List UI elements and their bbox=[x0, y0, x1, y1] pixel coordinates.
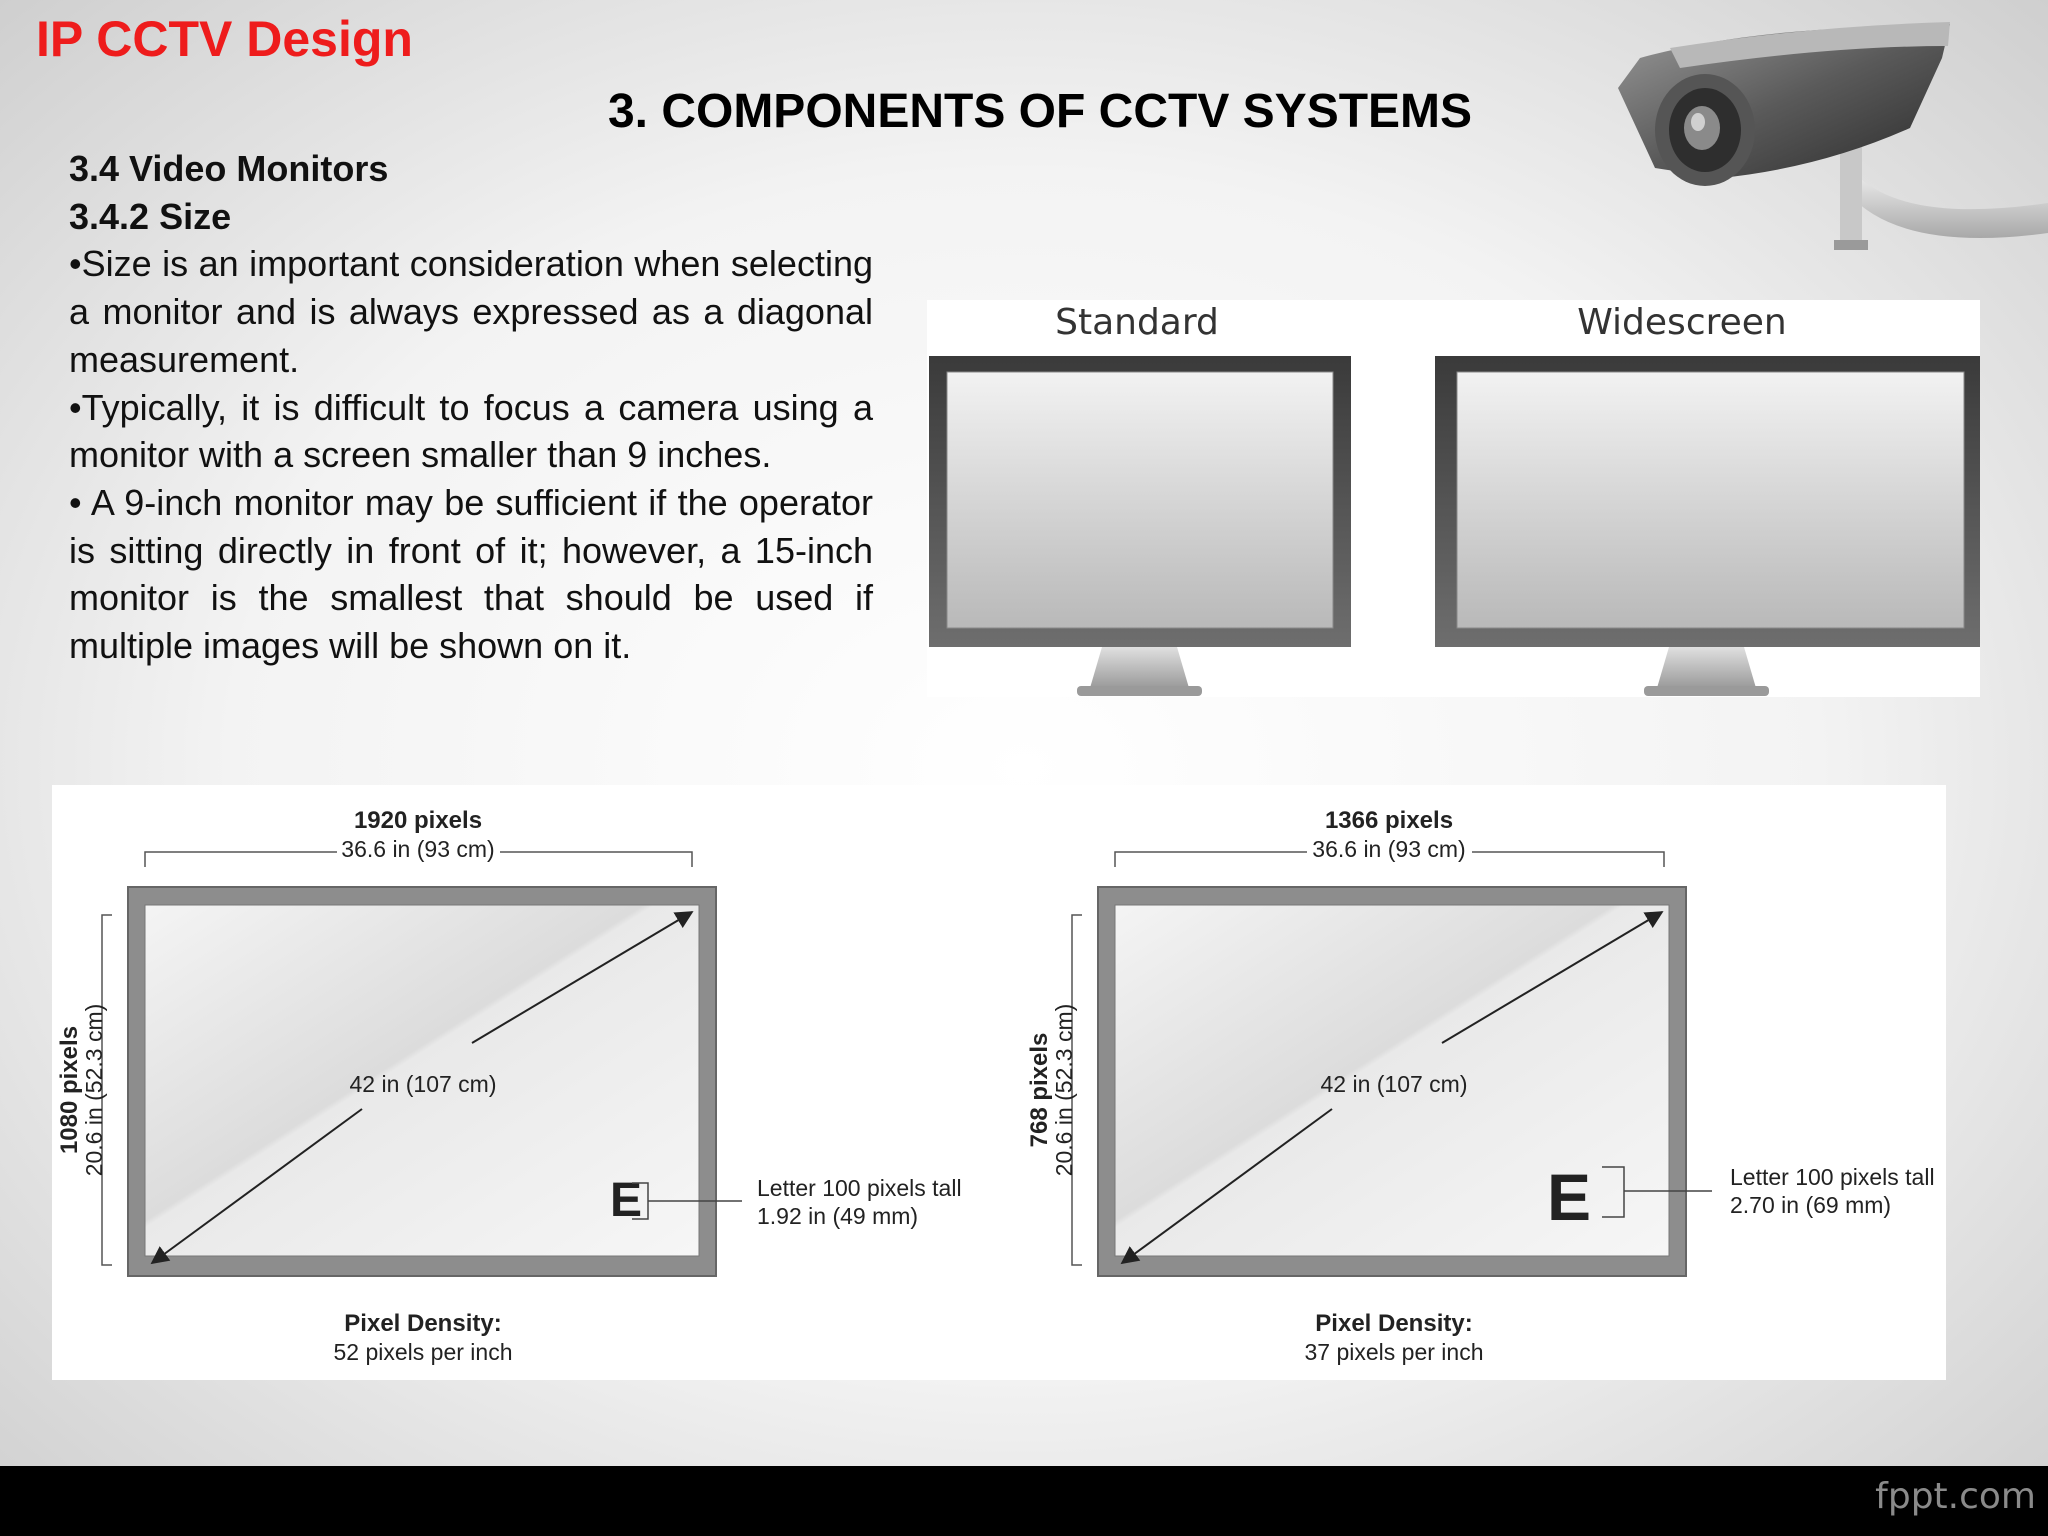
height-pixels-label: 1080 pixels bbox=[56, 1026, 83, 1154]
width-bracket bbox=[144, 851, 693, 867]
widescreen-monitor-icon bbox=[1435, 356, 1980, 696]
standard-monitor-icon bbox=[929, 356, 1351, 696]
height-bracket bbox=[101, 914, 112, 1266]
standard-monitor-caption: Standard bbox=[1055, 302, 1219, 343]
pixel-density-label: Pixel Density: bbox=[1315, 1310, 1472, 1337]
section-heading: 3.4 Video Monitors bbox=[69, 148, 389, 189]
diagonal-arrow bbox=[1441, 911, 1664, 1044]
diagonal-arrow bbox=[471, 911, 694, 1044]
width-pixels-label: 1366 pixels bbox=[1325, 807, 1453, 834]
height-pixels-label: 768 pixels bbox=[1026, 1033, 1053, 1148]
footer-brand: fppt.com bbox=[1875, 1476, 2036, 1517]
bullet-paragraph: • A 9-inch monitor may be sufficient if … bbox=[69, 481, 873, 667]
height-bracket bbox=[1071, 914, 1082, 1266]
letter-size: 1.92 in (49 mm) bbox=[757, 1203, 918, 1229]
pixel-density-value: 52 pixels per inch bbox=[334, 1339, 513, 1365]
letter-note: Letter 100 pixels tall bbox=[757, 1175, 962, 1201]
subsection-heading: 3.4.2 Size bbox=[69, 195, 232, 237]
slide-title: 3. COMPONENTS OF CCTV SYSTEMS bbox=[607, 85, 1473, 138]
width-size-label: 36.6 in (93 cm) bbox=[341, 836, 494, 862]
pixel-density-diagram: 1920 pixels 36.6 in (93 cm) 1080 pixels … bbox=[52, 785, 1946, 1380]
slide-text-block: 3.4 Video Monitors 3.4.2 Size •Size is a… bbox=[69, 145, 873, 670]
letter-bracket bbox=[632, 1182, 742, 1220]
letter-size: 2.70 in (69 mm) bbox=[1730, 1192, 1891, 1218]
diagonal-label: 42 in (107 cm) bbox=[1320, 1071, 1467, 1097]
letter-note: Letter 100 pixels tall bbox=[1730, 1164, 1935, 1190]
pixel-density-label: Pixel Density: bbox=[344, 1310, 501, 1337]
pixel-density-value: 37 pixels per inch bbox=[1305, 1339, 1484, 1365]
monitor-comparison-image: Standard Widescreen bbox=[927, 300, 1980, 697]
height-size-label: 20.6 in (52.3 cm) bbox=[1051, 1004, 1077, 1177]
letter-e-sample: E bbox=[1547, 1160, 1591, 1234]
widescreen-monitor-caption: Widescreen bbox=[1577, 302, 1787, 343]
width-size-label: 36.6 in (93 cm) bbox=[1312, 836, 1465, 862]
diagram-768p: 1366 pixels 36.6 in (93 cm) 768 pixels 2… bbox=[1026, 807, 1935, 1365]
bullet-paragraph: •Size is an important consideration when… bbox=[69, 243, 873, 380]
monitor-illustrations bbox=[929, 356, 1980, 696]
cctv-camera-icon bbox=[1618, 22, 2048, 250]
letter-bracket bbox=[1602, 1166, 1712, 1218]
diagonal-arrow bbox=[150, 1108, 363, 1265]
footer-bar: fppt.com bbox=[0, 1466, 2048, 1536]
diagram-1080p: 1920 pixels 36.6 in (93 cm) 1080 pixels … bbox=[56, 807, 962, 1365]
bullet-paragraph: •Typically, it is difficult to focus a c… bbox=[69, 386, 873, 476]
diagonal-label: 42 in (107 cm) bbox=[349, 1071, 496, 1097]
height-size-label: 20.6 in (52.3 cm) bbox=[81, 1004, 107, 1177]
width-pixels-label: 1920 pixels bbox=[354, 807, 482, 834]
diagonal-arrow bbox=[1120, 1108, 1333, 1265]
width-bracket bbox=[1114, 851, 1665, 867]
slide-brand-title: IP CCTV Design bbox=[36, 11, 413, 67]
